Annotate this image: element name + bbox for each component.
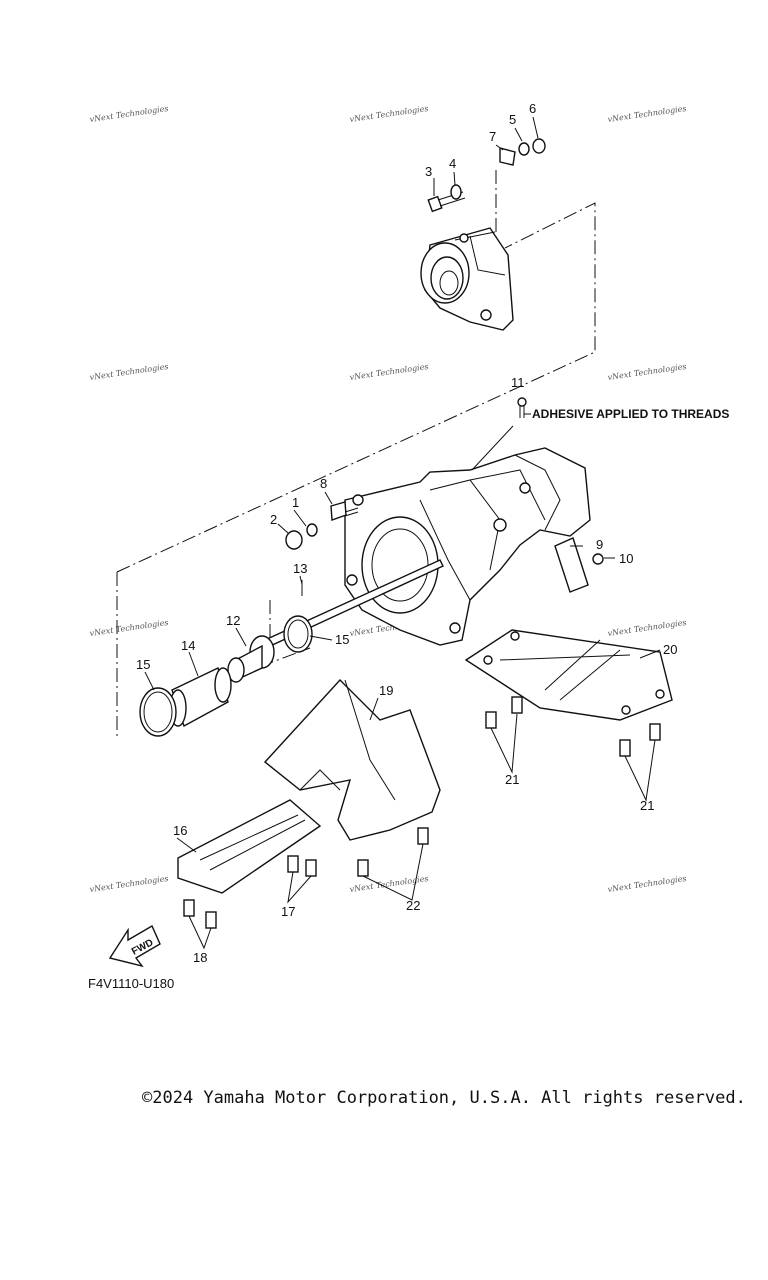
callout-16: 16 xyxy=(173,823,187,838)
watermark: vNext Technologies xyxy=(607,874,687,894)
fwd-arrow-icon: FWD xyxy=(108,925,161,968)
bolts-17 xyxy=(287,855,317,877)
nut-2 xyxy=(285,530,303,550)
nut-6 xyxy=(532,138,546,154)
watermark: vNext Technologies xyxy=(349,104,429,124)
callout-6: 6 xyxy=(529,101,536,116)
washer-1 xyxy=(306,523,318,537)
hose-14 xyxy=(169,667,232,728)
bracket-19 xyxy=(263,678,441,841)
callout-14: 14 xyxy=(181,638,195,653)
cover-plate-20 xyxy=(464,629,673,721)
watermark: vNext Technologies xyxy=(607,104,687,124)
clip-8 xyxy=(330,501,347,521)
callouts: 1 2 3 4 5 6 7 8 9 10 11 12 13 14 15 15 1… xyxy=(136,101,677,965)
callout-17: 17 xyxy=(281,904,295,919)
assembly-lines xyxy=(116,170,596,740)
callout-15-left: 15 xyxy=(136,657,150,672)
callout-20: 20 xyxy=(663,642,677,657)
gear-housing xyxy=(344,447,591,646)
callout-21-left: 21 xyxy=(505,772,519,787)
hose-clamp-15-right xyxy=(283,615,313,653)
callout-5: 5 xyxy=(509,112,516,127)
callout-7: 7 xyxy=(489,129,496,144)
callout-12: 12 xyxy=(226,613,240,628)
watermark: vNext Technologies xyxy=(607,618,687,638)
callout-13: 13 xyxy=(293,561,307,576)
callout-10: 10 xyxy=(619,551,633,566)
watermark: vNext Technologies xyxy=(89,362,169,382)
callout-22: 22 xyxy=(406,898,420,913)
watermark: vNext Technologies xyxy=(349,362,429,382)
callout-8: 8 xyxy=(320,476,327,491)
callout-15-right: 15 xyxy=(335,632,349,647)
callout-19: 19 xyxy=(379,683,393,698)
watermark: vNext Technologies xyxy=(607,362,687,382)
copyright: ©2024 Yamaha Motor Corporation, U.S.A. A… xyxy=(142,1088,746,1108)
upper-housing xyxy=(420,227,514,331)
bolt-3 xyxy=(427,191,466,213)
hose-clamp-15-left xyxy=(139,687,177,737)
callout-9: 9 xyxy=(596,537,603,552)
washer-5 xyxy=(518,142,530,156)
callout-11: 11 xyxy=(511,375,525,390)
callout-1: 1 xyxy=(292,495,299,510)
bracket-16 xyxy=(177,799,322,894)
leader-lines xyxy=(144,116,661,950)
leader-11 xyxy=(471,425,514,471)
damper-9 xyxy=(554,537,589,593)
bolt-10 xyxy=(592,553,604,565)
adhesive-note: ADHESIVE APPLIED TO THREADS xyxy=(532,407,729,421)
watermark: vNext Technologies xyxy=(89,618,169,638)
watermark: vNext Technologies xyxy=(89,104,169,124)
bolts-21-right xyxy=(619,723,661,757)
callout-2: 2 xyxy=(270,512,277,527)
callout-18: 18 xyxy=(193,950,207,965)
callout-3: 3 xyxy=(425,164,432,179)
diagram-code: F4V1110-U180 xyxy=(88,976,175,991)
bracket-7 xyxy=(499,147,516,166)
bolt-11 xyxy=(517,397,527,418)
bolts-18 xyxy=(183,899,217,929)
washer-4 xyxy=(450,184,462,200)
watermark: vNext Technologies xyxy=(89,874,169,894)
callout-21-right: 21 xyxy=(640,798,654,813)
coupling-12 xyxy=(227,635,275,683)
stud-8 xyxy=(344,507,359,517)
callout-4: 4 xyxy=(449,156,456,171)
